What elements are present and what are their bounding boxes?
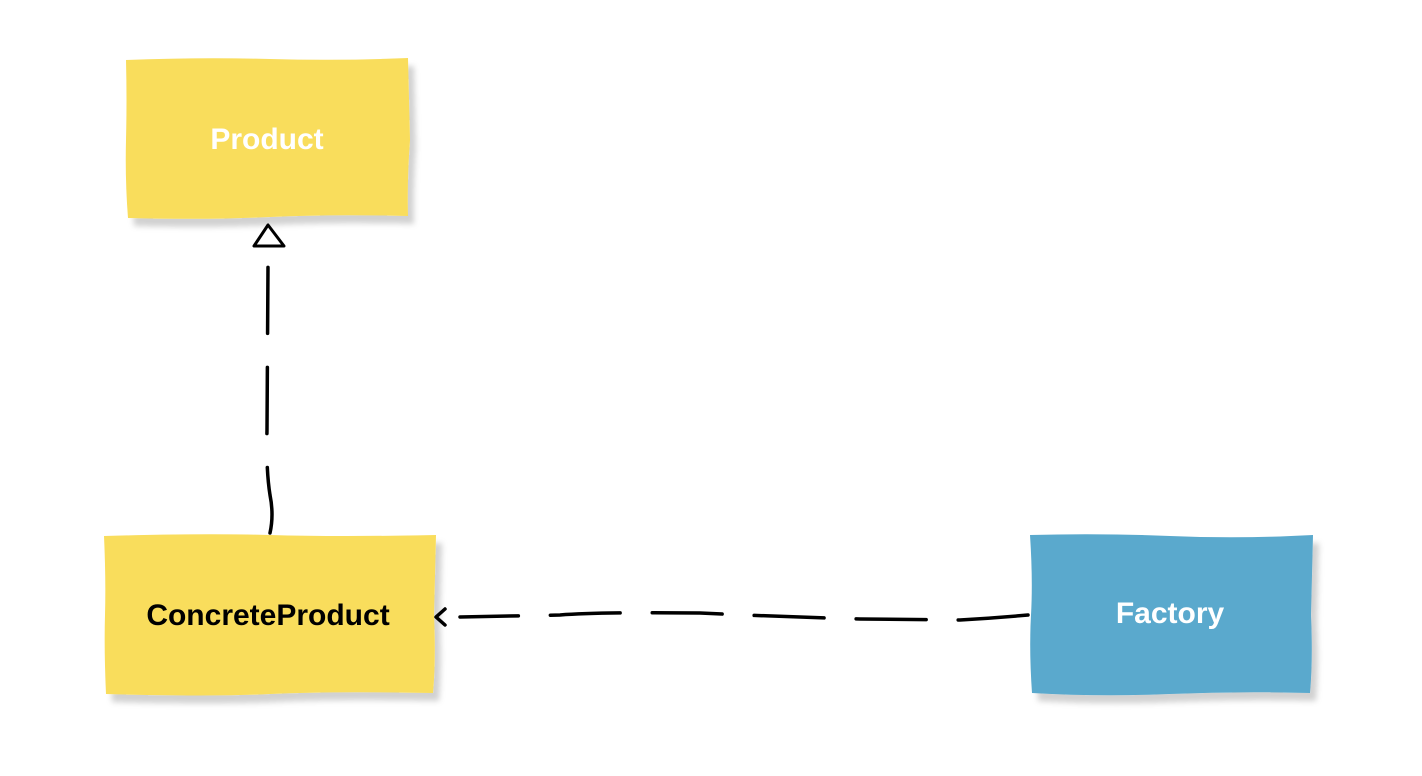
concrete-product-box: [104, 534, 436, 696]
factory-box: [1030, 534, 1313, 696]
factory-node[interactable]: Factory: [1030, 534, 1313, 696]
product-label: Product: [210, 123, 323, 156]
product-box: [125, 58, 410, 219]
dependency-dashed-line: [458, 611, 1030, 622]
open-chevron-arrowhead: [434, 607, 447, 627]
realization-edge: [252, 223, 286, 535]
factory-label: Factory: [1116, 597, 1225, 630]
product-node[interactable]: Product: [125, 58, 410, 219]
concrete-product-node[interactable]: ConcreteProduct: [104, 534, 436, 696]
dependency-edge: [434, 607, 1030, 627]
concrete-product-label: ConcreteProduct: [146, 599, 389, 632]
hollow-triangle-arrowhead: [252, 223, 286, 248]
realization-dashed-line: [265, 263, 274, 535]
